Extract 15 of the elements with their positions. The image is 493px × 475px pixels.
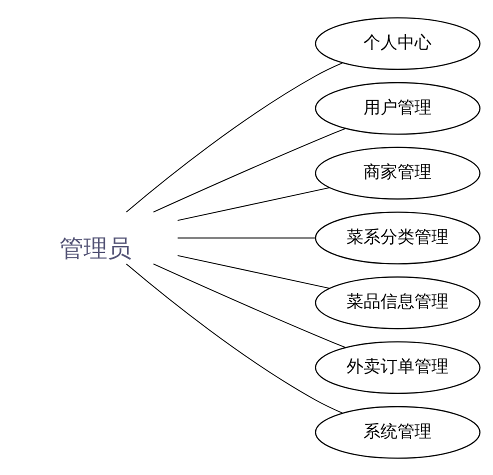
node-ellipse: 菜系分类管理 xyxy=(314,211,480,264)
node-ellipse: 用户管理 xyxy=(314,82,480,134)
connector xyxy=(152,128,346,212)
connector xyxy=(126,62,343,212)
connector xyxy=(126,263,343,413)
connector xyxy=(177,237,316,238)
node-ellipse: 外卖订单管理 xyxy=(314,340,480,394)
node-ellipse: 系统管理 xyxy=(314,406,480,458)
node-ellipse: 个人中心 xyxy=(314,16,480,70)
node-text: 管理员 xyxy=(59,234,132,262)
node-ellipse: 商家管理 xyxy=(314,146,480,200)
connector xyxy=(177,254,330,288)
node-ellipse: 菜品信息管理 xyxy=(314,276,480,329)
connector xyxy=(152,262,346,348)
connector xyxy=(177,186,330,220)
